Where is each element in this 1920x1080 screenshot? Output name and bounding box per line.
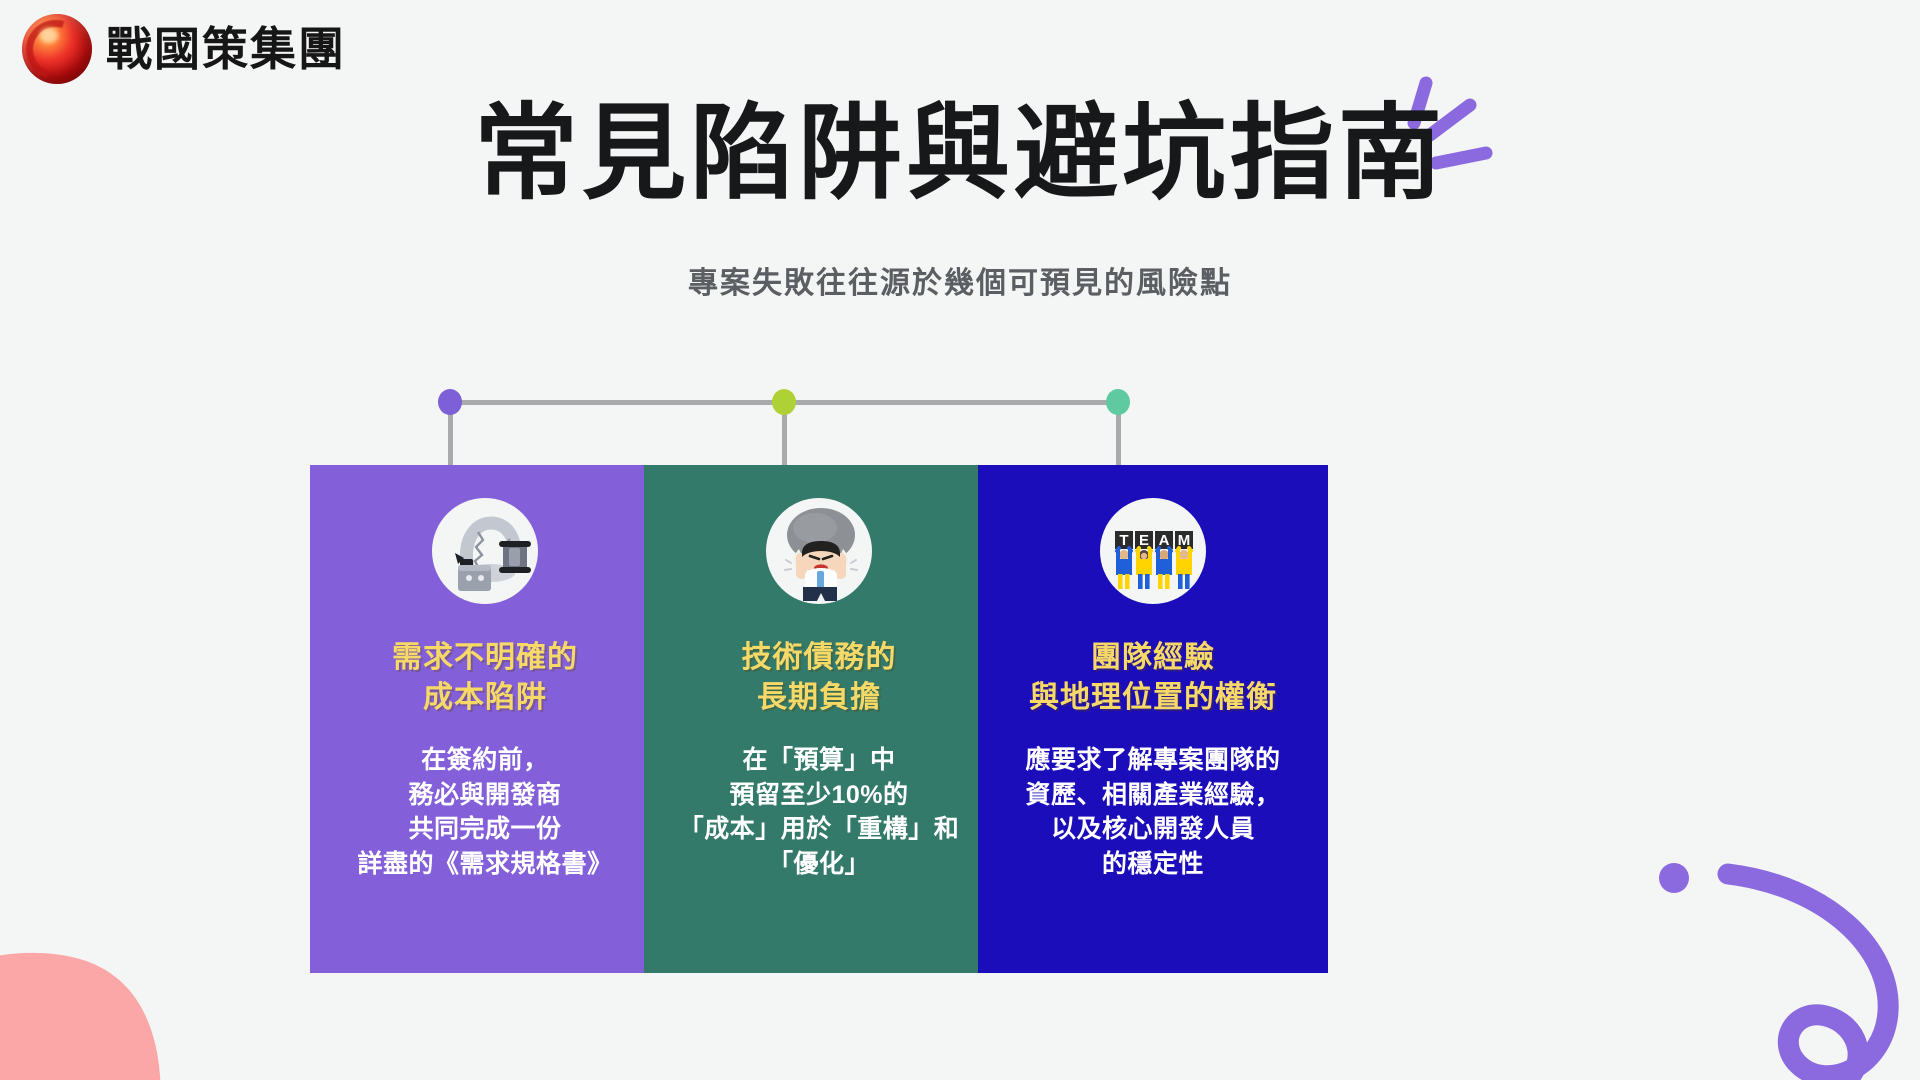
brand-logo: 戰國策集團 — [22, 14, 346, 84]
card-title: 需求不明確的 成本陷阱 — [392, 641, 578, 714]
team-letter-t: T — [1119, 532, 1128, 549]
risk-card-requirements[interactable]: 需求不明確的 成本陷阱 在簽約前， 務必與開發商 共同完成一份 詳盡的《需求規格… — [310, 465, 660, 973]
card-body: 應要求了解專案團隊的 資歷、相關產業經驗， 以及核心開發人員 的穩定性 — [1025, 746, 1281, 878]
page-subtitle: 專案失敗往往源於幾個可預見的風險點 — [688, 267, 1232, 300]
timeline-dot-1 — [438, 389, 462, 415]
card-body: 在「預算」中 預留至少10%的 「成本」用於「重構」和 「優化」 — [678, 746, 960, 878]
risk-card-team-experience[interactable]: T E A M — [978, 465, 1328, 973]
pink-blob-shape — [0, 952, 161, 1080]
timeline-connector — [0, 389, 1920, 490]
timeline-stem — [782, 404, 787, 466]
team-people-icon: T E A M — [1100, 498, 1206, 604]
brand-name: 戰國策集團 — [106, 22, 346, 76]
purple-swirl-shape — [1659, 863, 1899, 1080]
team-letter-a: A — [1159, 532, 1170, 549]
risk-card-technical-debt[interactable]: 技術債務的 長期負擔 在「預算」中 預留至少10%的 「成本」用於「重構」和 「… — [644, 465, 994, 973]
timeline-stem — [1116, 404, 1121, 466]
timeline-dot-2 — [772, 389, 796, 415]
man-carrying-boulder-icon — [766, 498, 872, 604]
card-title: 團隊經驗 與地理位置的權衡 — [1029, 641, 1277, 714]
page-title: 常見陷阱與避坑指南 — [473, 92, 1446, 214]
team-letter-e: E — [1139, 532, 1149, 549]
card-body: 在簽約前， 務必與開發商 共同完成一份 詳盡的《需求規格書》 — [357, 746, 613, 878]
red-sphere-logo — [22, 14, 92, 84]
team-letter-m: M — [1178, 532, 1191, 549]
bear-trap-icon — [432, 498, 538, 604]
timeline-dot-3 — [1106, 389, 1130, 415]
timeline-stem — [448, 404, 453, 466]
card-title: 技術債務的 長期負擔 — [741, 641, 897, 714]
